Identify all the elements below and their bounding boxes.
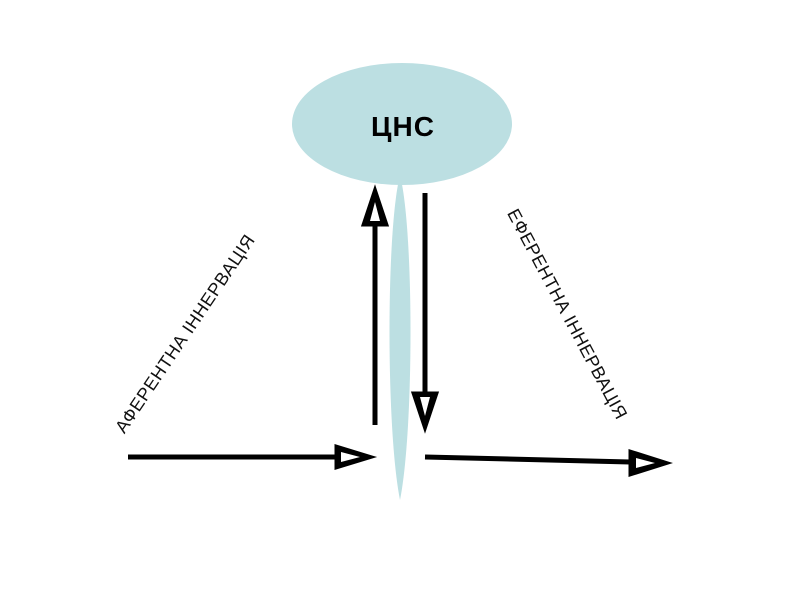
afferent-input-arrow bbox=[128, 443, 378, 471]
efferent-output-shaft bbox=[424, 454, 631, 465]
afferent-label: АФЕРЕНТНА ІННЕРВАЦІЯ bbox=[111, 231, 259, 437]
efferent-label: ЕФЕРЕНТНА ІННЕРВАЦІЯ bbox=[503, 206, 631, 423]
descending-arrow bbox=[410, 193, 440, 434]
ascending-arrow bbox=[360, 184, 390, 425]
afferent-input-arrowhead-inner bbox=[341, 452, 360, 462]
spinal-cord-shape bbox=[389, 175, 411, 500]
ascending-arrowhead-inner bbox=[370, 202, 380, 221]
cns-ellipse bbox=[292, 63, 512, 185]
descending-arrowhead-inner bbox=[420, 397, 430, 416]
efferent-output-arrowhead-inner bbox=[636, 458, 655, 468]
efferent-output-arrow bbox=[424, 448, 673, 478]
cns-label: ЦНС bbox=[371, 111, 435, 142]
